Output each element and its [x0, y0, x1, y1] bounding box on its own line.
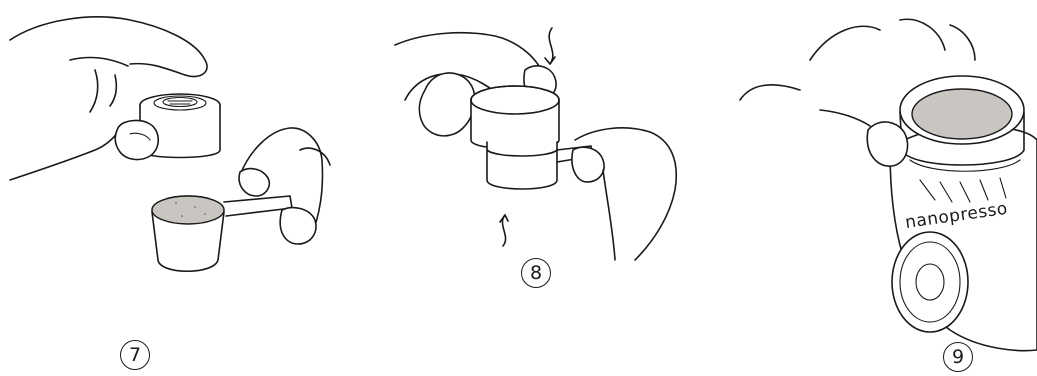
step-7-illustration: 7 [0, 0, 345, 376]
step-9-illustration: nanopresso 9 [690, 0, 1037, 376]
step-number-badge: 7 [120, 340, 150, 370]
step-8-illustration: 8 [345, 0, 690, 376]
step-number-badge: 9 [943, 342, 973, 372]
hand-holding-tank-icon [0, 0, 345, 376]
espresso-machine-icon: nanopresso [690, 0, 1037, 376]
measuring-scoop-icon [345, 0, 690, 376]
step-number-badge: 8 [521, 258, 551, 288]
